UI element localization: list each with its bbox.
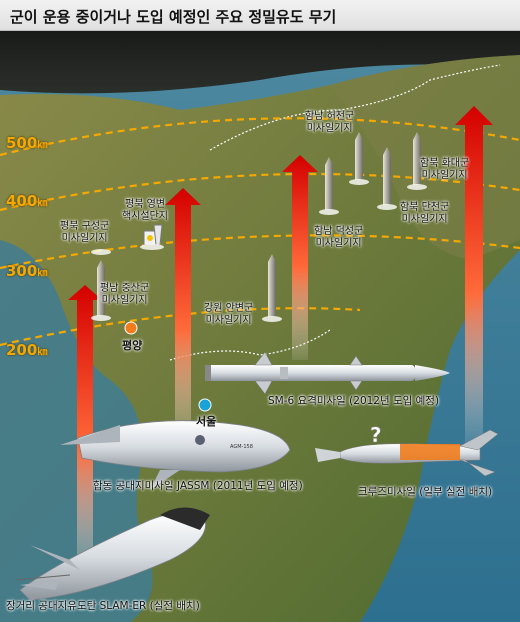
rocket-anbyeon: [262, 254, 282, 322]
rocket-hwadae: [407, 132, 427, 190]
label-hambuk-hwadae: 함북 화대군 미사일기지: [420, 158, 470, 181]
ring-label-300: 300㎞: [6, 262, 47, 280]
northern-border-line: [209, 64, 501, 151]
ring-400-value: 400: [6, 192, 38, 210]
ring-500-unit: ㎞: [37, 140, 48, 151]
label-gangwon-anbyeon: 강원 안변군 미사일기지: [204, 303, 254, 326]
label-pyeongnam-jungsan: 평남 중산군 미사일기지: [100, 283, 150, 306]
pyongyang-dot: [124, 321, 138, 335]
title-bar: 군이 운용 중이거나 도입 예정인 주요 정밀유도 무기: [0, 0, 520, 31]
sm6-missile: [205, 351, 450, 395]
label-pyeongbuk-guseong: 평북 구성군 미사일기지: [60, 221, 110, 244]
ring-300-unit: ㎞: [37, 268, 48, 279]
arrow-slam: [68, 285, 102, 580]
rocket-dancheon: [377, 147, 397, 210]
label-cruise: 크루즈미사일 (일부 실전 배치): [358, 486, 493, 498]
label-hamnam-heocheon: 함남 허천군 미사일기지: [305, 111, 355, 134]
ring-200-unit: ㎞: [37, 347, 48, 358]
ring-400: [0, 172, 520, 212]
ring-300-value: 300: [6, 262, 38, 280]
jassm-missile: AGM-158: [60, 420, 291, 490]
city-pyongyang: 평양: [122, 339, 143, 352]
cruise-missile: ?: [315, 423, 499, 477]
slam-er-missile: [14, 507, 210, 601]
label-slam-er: 장거리 공대지유도탄 SLAM-ER (실전 배치): [6, 600, 200, 612]
arrow-cruise: [455, 106, 493, 445]
ring-200-value: 200: [6, 341, 38, 359]
rocket-heocheon: [349, 132, 369, 185]
label-sm6: SM-6 요격미사일 (2012년 도입 예정): [268, 395, 440, 407]
ring-label-200: 200㎞: [6, 341, 47, 359]
ring-300: [0, 234, 520, 270]
seoul-dot: [198, 398, 212, 412]
ring-400-unit: ㎞: [37, 198, 48, 209]
range-arrows: [68, 106, 493, 580]
city-seoul: 서울: [196, 415, 217, 428]
west-sea: [0, 240, 153, 622]
ring-label-400: 400㎞: [6, 192, 47, 210]
jassm-body-code: AGM-158: [230, 444, 253, 450]
label-jassm: 합동 공대지미사일 JASSM (2011년 도입 예정): [93, 480, 303, 492]
label-hambuk-dancheon: 함북 단천군 미사일기지: [400, 202, 450, 225]
label-hamnam-deokseong: 함남 덕성군 미사일기지: [314, 226, 364, 249]
target-rockets: [91, 132, 427, 322]
ring-500-value: 500: [6, 134, 38, 152]
ring-label-500: 500㎞: [6, 134, 47, 152]
rocket-jungsan: [91, 260, 111, 321]
cruise-question-mark: ?: [370, 423, 382, 447]
dmz-line: [169, 329, 331, 361]
site-guseong: [91, 249, 111, 255]
nuclear-site-icon: [140, 224, 164, 250]
arrow-jassm: [165, 188, 201, 445]
page-title: 군이 운용 중이거나 도입 예정인 주요 정밀유도 무기: [10, 8, 337, 26]
ring-500: [0, 117, 520, 157]
label-pyeongbuk-yongbyon: 평북 영변 핵시설단지: [122, 199, 168, 222]
rocket-deokseong: [319, 157, 339, 215]
arrow-sm6: [282, 155, 318, 360]
